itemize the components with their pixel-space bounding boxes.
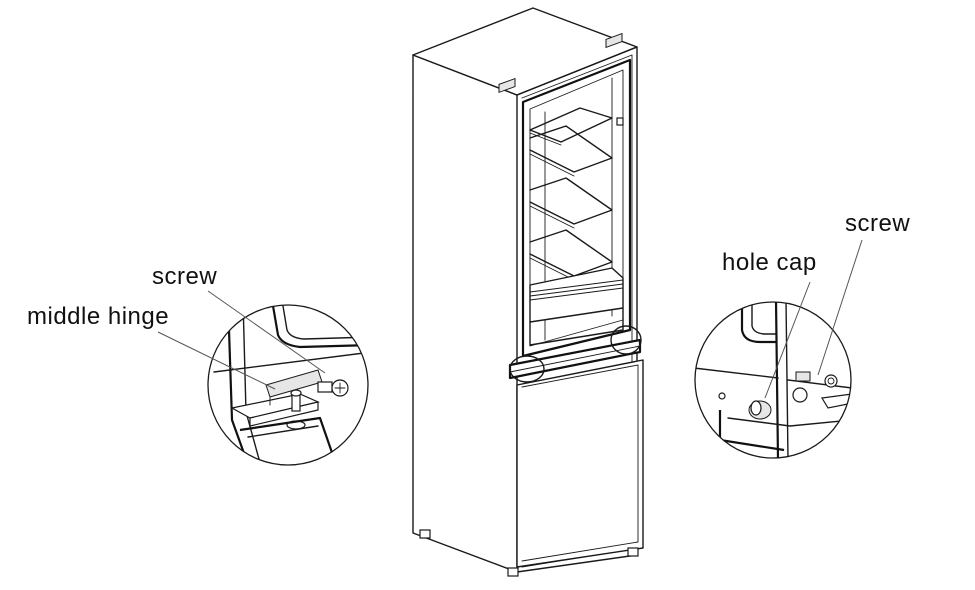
middle-hinge-detail bbox=[207, 304, 369, 466]
feet bbox=[419, 529, 639, 577]
label-middle-hinge: middle hinge bbox=[27, 303, 169, 330]
fridge-cavity bbox=[521, 58, 632, 358]
freezer-door bbox=[516, 359, 644, 568]
shelf-3 bbox=[529, 177, 613, 229]
refrigerator bbox=[412, 7, 644, 577]
label-left-screw: screw bbox=[152, 263, 217, 290]
hole-cap bbox=[748, 400, 772, 420]
label-right-screw: screw bbox=[845, 210, 910, 237]
top-hinge-right bbox=[605, 32, 623, 49]
hinge-screw bbox=[317, 379, 349, 397]
label-hole-cap: hole cap bbox=[722, 249, 817, 276]
top-hinge-left bbox=[498, 77, 516, 94]
right-screw bbox=[792, 371, 838, 403]
crisper-drawer bbox=[529, 267, 624, 346]
shelf-4 bbox=[529, 229, 613, 281]
shelf-1 bbox=[529, 107, 613, 146]
hole-cap-detail bbox=[694, 301, 852, 459]
leader-lines bbox=[157, 239, 863, 399]
middle-crossbar bbox=[508, 325, 642, 383]
shelf-2 bbox=[529, 125, 613, 177]
